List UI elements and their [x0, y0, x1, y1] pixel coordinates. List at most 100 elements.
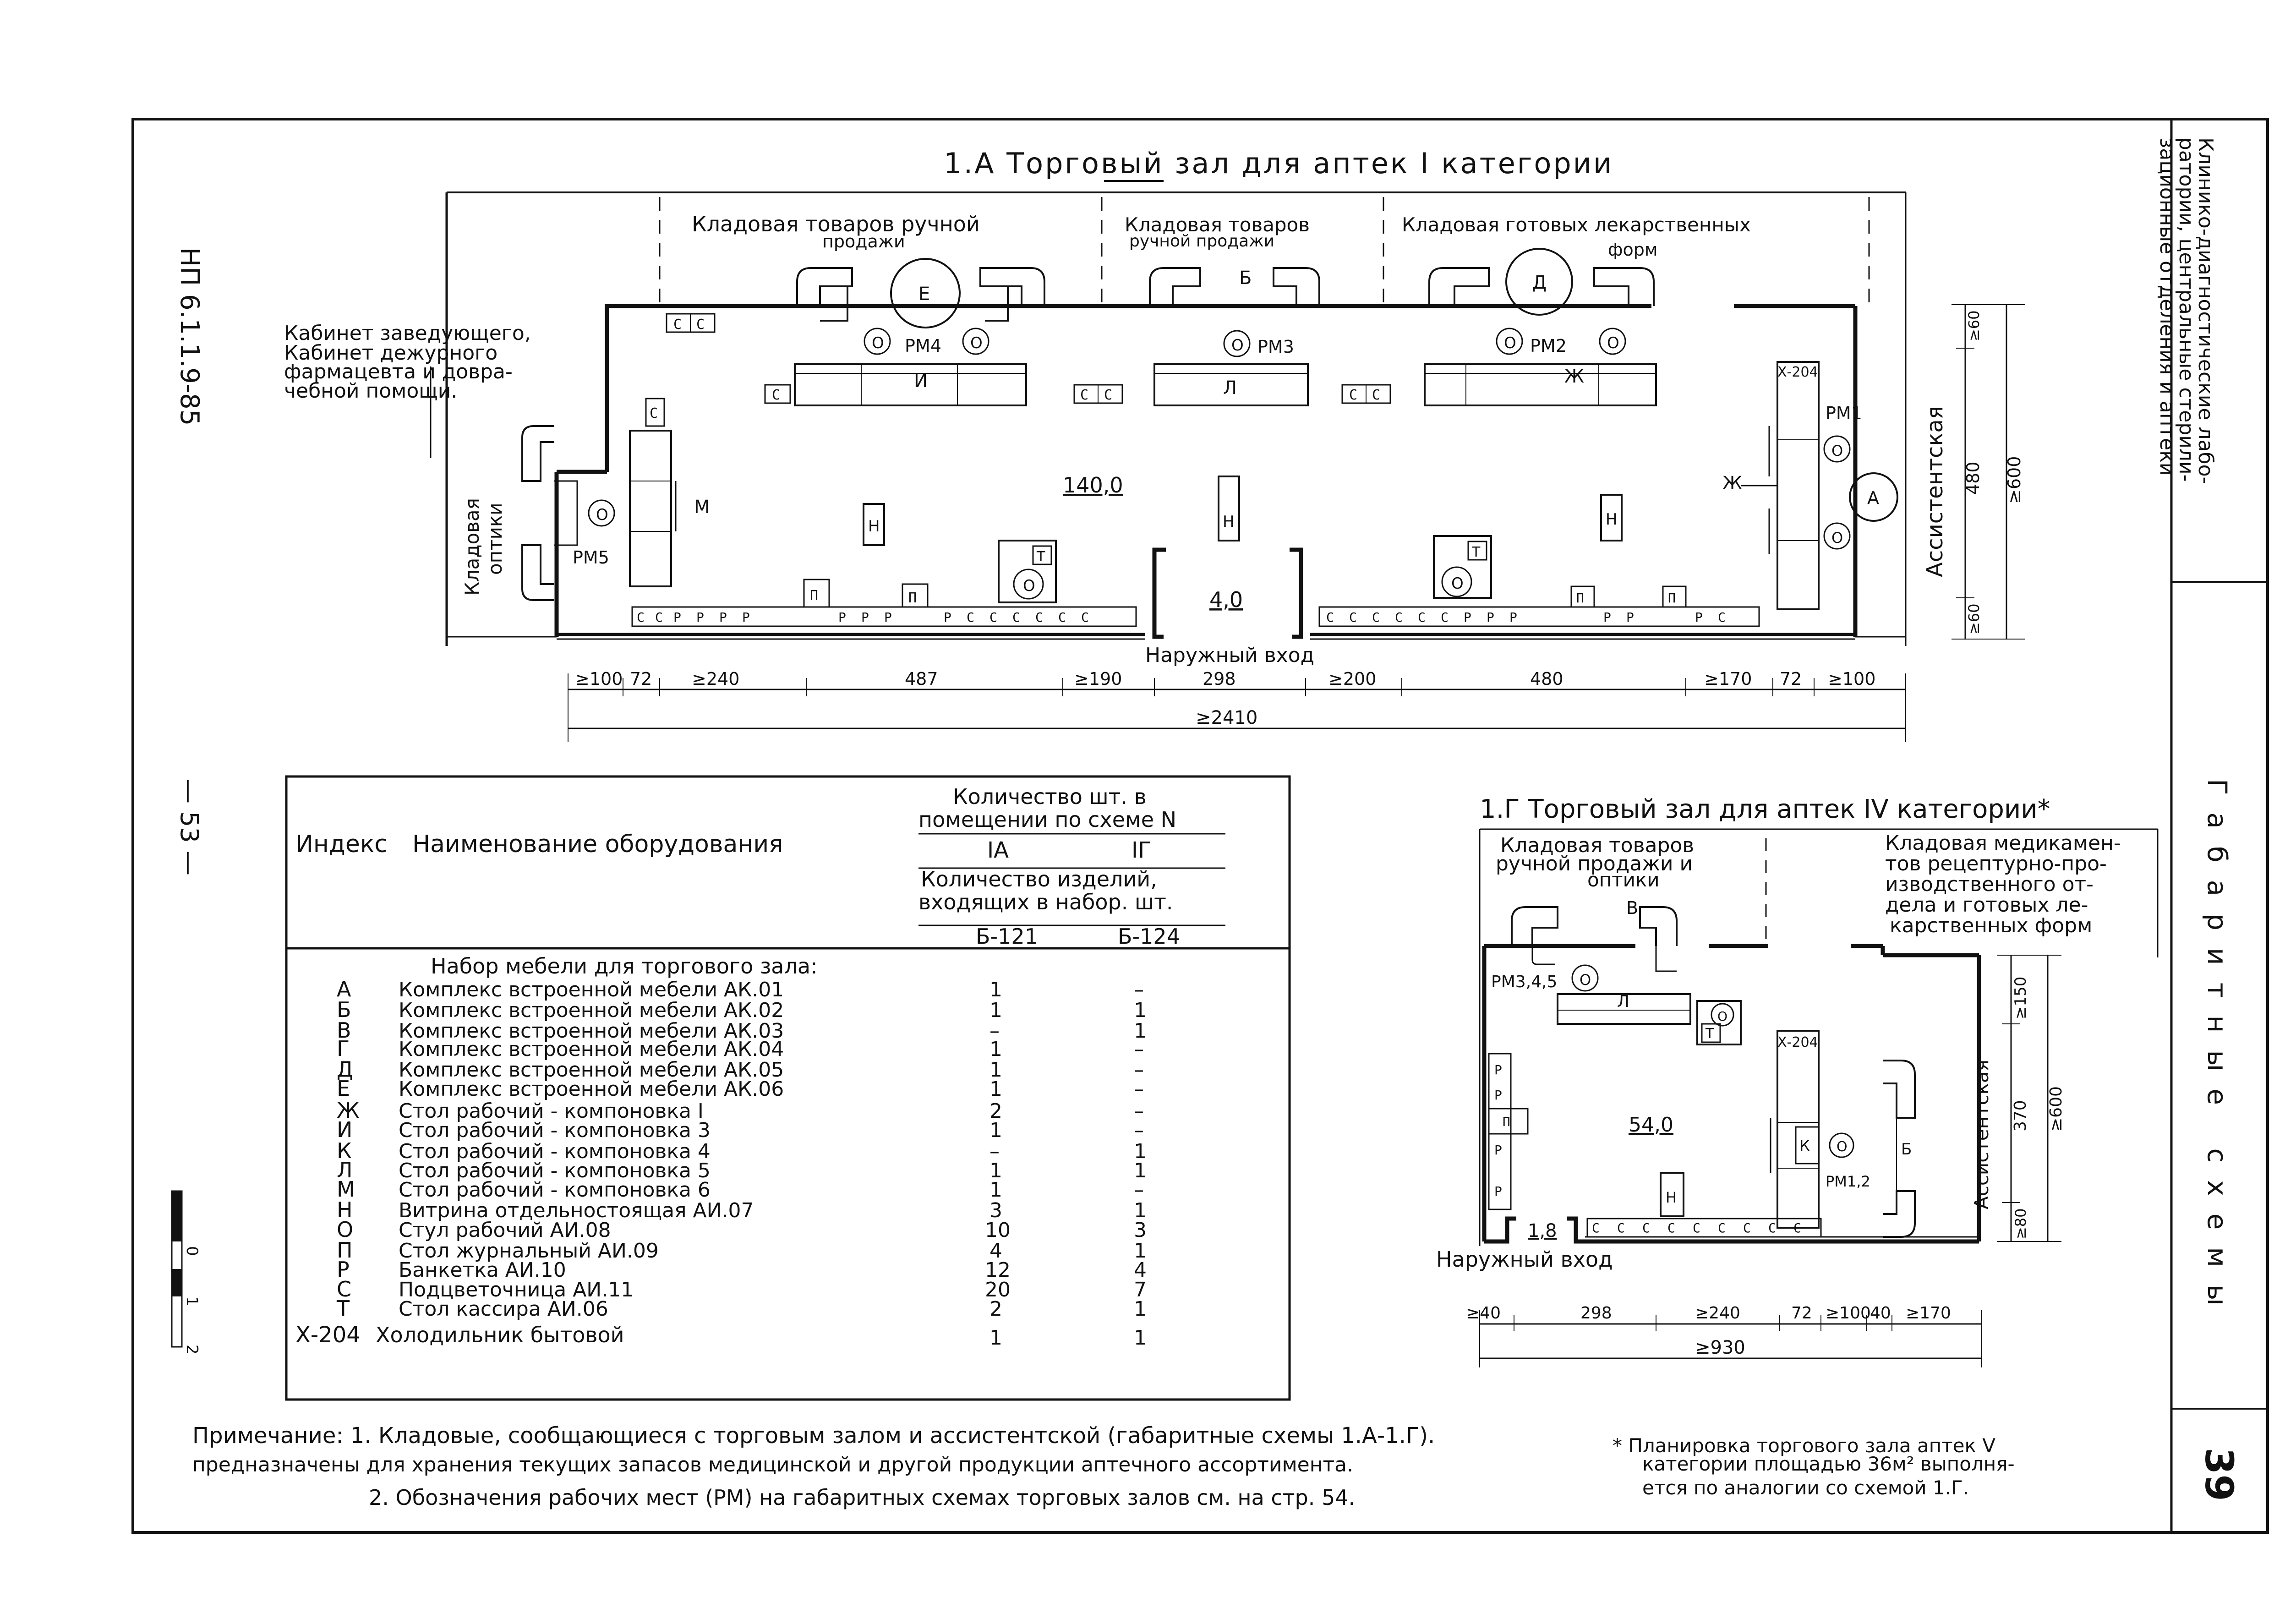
workplace-rm3: О РМ3 [1223, 330, 1294, 357]
table-row: К Стол рабочий - компоновка 4 – 1 [337, 1138, 1147, 1163]
row-name: Стол кассира АИ.06 [399, 1297, 608, 1321]
label-s: С [1349, 387, 1357, 403]
g-label-k: К [1799, 1137, 1810, 1154]
room-assistentskaya: Ассистентская [1922, 406, 1948, 577]
label-r: Р [1509, 610, 1517, 625]
row-name: Комплекс встроенной мебели АК.03 [399, 1019, 784, 1043]
row-index: Х-204 [295, 1322, 361, 1348]
row-index: Г [337, 1036, 350, 1061]
g-label-o: О [1717, 1009, 1727, 1024]
row-qty-ia: 1 [989, 1178, 1002, 1202]
label-s: С [1012, 610, 1020, 625]
label-r: Р [696, 610, 704, 625]
scale-2: 2 [183, 1345, 201, 1355]
row-qty-ig: – [1134, 1119, 1144, 1142]
label-l: Л [1223, 377, 1237, 399]
scheme-ia: IА [987, 837, 1009, 863]
g-bench-left: П Р Р Р Р [1488, 1053, 1529, 1210]
g-room-km-5: карственных форм [1890, 914, 2092, 937]
row-name: Стол рабочий - компоновка 5 [399, 1159, 711, 1182]
label-s: С [1081, 610, 1089, 625]
row-name: Комплекс встроенной мебели АК.01 [399, 978, 784, 1001]
g-label-r: Р [1494, 1062, 1502, 1077]
col-qty-sub-1: Количество изделий, [921, 867, 1157, 891]
side-title-line-2: ратории, центральные стерили- [2175, 137, 2198, 481]
label-r: Р [944, 610, 951, 625]
label-r: Р [1603, 610, 1611, 625]
g-label-o: О [1837, 1139, 1848, 1155]
label-s: С [1395, 610, 1403, 625]
row-qty-ia: 4 [989, 1239, 1002, 1263]
dim-a-4: ≥190 [1074, 669, 1122, 689]
row-qty-ia: 12 [985, 1258, 1011, 1282]
dim-g-1: 298 [1580, 1304, 1612, 1323]
label-p: П [1668, 591, 1676, 606]
rm3-label: РМ3 [1257, 337, 1294, 357]
row-name: Банкетка АИ.10 [399, 1258, 566, 1282]
row-name: Стол рабочий - компоновка 4 [399, 1140, 711, 1163]
label-o: О [596, 506, 608, 524]
col-qty-head-1: Количество шт. в [953, 784, 1147, 809]
row-index: К [337, 1138, 352, 1163]
table-row: Х-204 Холодильник бытовой 1 1 [295, 1322, 1147, 1350]
label-o: О [1504, 334, 1516, 352]
g-room-km-4: дела и готовых ле- [1885, 893, 2088, 917]
dim-a-r1: 480 [1963, 461, 1983, 495]
sheet-number: 39 [2197, 1448, 2241, 1501]
note-star-1: * Планировка торгового зала аптек V [1613, 1434, 1995, 1457]
room-kladovaya-optiki-2: оптики [484, 503, 506, 575]
label-s: С [989, 610, 997, 625]
g-furniture-complex-k: Х-204 К О РМ1,2 Б [1770, 1030, 1916, 1238]
row-qty-ia: 2 [989, 1099, 1002, 1123]
label-zh: Ж [1564, 366, 1584, 387]
table-row: Е Комплекс встроенной мебели АК.06 1 – [337, 1076, 1144, 1101]
row-index: Б [337, 997, 351, 1022]
label-o: О [1023, 577, 1035, 595]
label-r: Р [673, 610, 681, 625]
label-s: С [655, 610, 663, 625]
row-qty-ig: 1 [1134, 1297, 1147, 1321]
label-s: С [1058, 610, 1066, 625]
dim-g-total: ≥930 [1695, 1337, 1745, 1358]
note-1a: Примечание: 1. Кладовые, сообщающиеся с … [192, 1423, 1435, 1449]
row-qty-ia: – [989, 1019, 1000, 1043]
g-label-p: П [1503, 1114, 1510, 1129]
scale-bar: 0 1 2 [171, 1190, 201, 1355]
room-kabinet-1: Кабинет заведующего, [284, 322, 531, 345]
g-label-s: С [1617, 1220, 1625, 1236]
dim-a-8: ≥170 [1704, 669, 1752, 689]
g-x204-label: Х-204 [1777, 1034, 1818, 1050]
table-row: Л Стол рабочий - компоновка 5 1 1 [337, 1158, 1147, 1182]
col-name: Наименование оборудования [412, 831, 783, 858]
row-qty-ig: 7 [1134, 1278, 1147, 1301]
label-o: О [1831, 529, 1843, 547]
table-row: Ж Стол рабочий - компоновка I 2 – [337, 1098, 1144, 1123]
row-index: О [337, 1217, 353, 1242]
room-kladovaya-optiki-1: Кладовая [461, 498, 483, 596]
set-ig: Б-124 [1118, 924, 1180, 949]
label-n: Н [1223, 513, 1235, 531]
label-zh: Ж [1722, 473, 1742, 494]
label-s: С [1441, 610, 1449, 625]
label-p: П [908, 590, 917, 606]
row-qty-ig: 1 [1134, 1019, 1147, 1043]
g-bench-bottom: С С С С С С С С С [1586, 1218, 1822, 1238]
furniture-complex-b: Б [1149, 267, 1320, 306]
table-row: Р Банкетка АИ.10 12 4 [337, 1257, 1147, 1282]
equipment-table: Индекс Наименование оборудования Количес… [285, 775, 1291, 1401]
g-label-r: Р [1494, 1184, 1502, 1199]
g-label-b: Б [1901, 1140, 1912, 1159]
g-room-km-2: тов рецептурно-про- [1885, 852, 2107, 875]
g-label-s: С [1667, 1220, 1675, 1236]
plan-1g-dimensions-right: ≥150 370 ≥600 ≥80 [1997, 955, 2066, 1242]
dim-g-5: 40 [1870, 1304, 1891, 1323]
label-s: С [1418, 610, 1426, 625]
room-kladovaya-b: Кладовая товаров [1125, 213, 1310, 236]
dim-a-0: ≥100 [575, 669, 623, 689]
dim-g-r3: ≥80 [2012, 1208, 2029, 1239]
plan-1g: 1.Г Торговый зал для аптек IV категории*… [1436, 794, 2159, 1367]
label-s: С [637, 610, 645, 625]
scheme-ig: IГ [1132, 837, 1151, 863]
label-o: О [1831, 442, 1843, 459]
table-row: В Комплекс встроенной мебели АК.03 – 1 [337, 1018, 1147, 1043]
